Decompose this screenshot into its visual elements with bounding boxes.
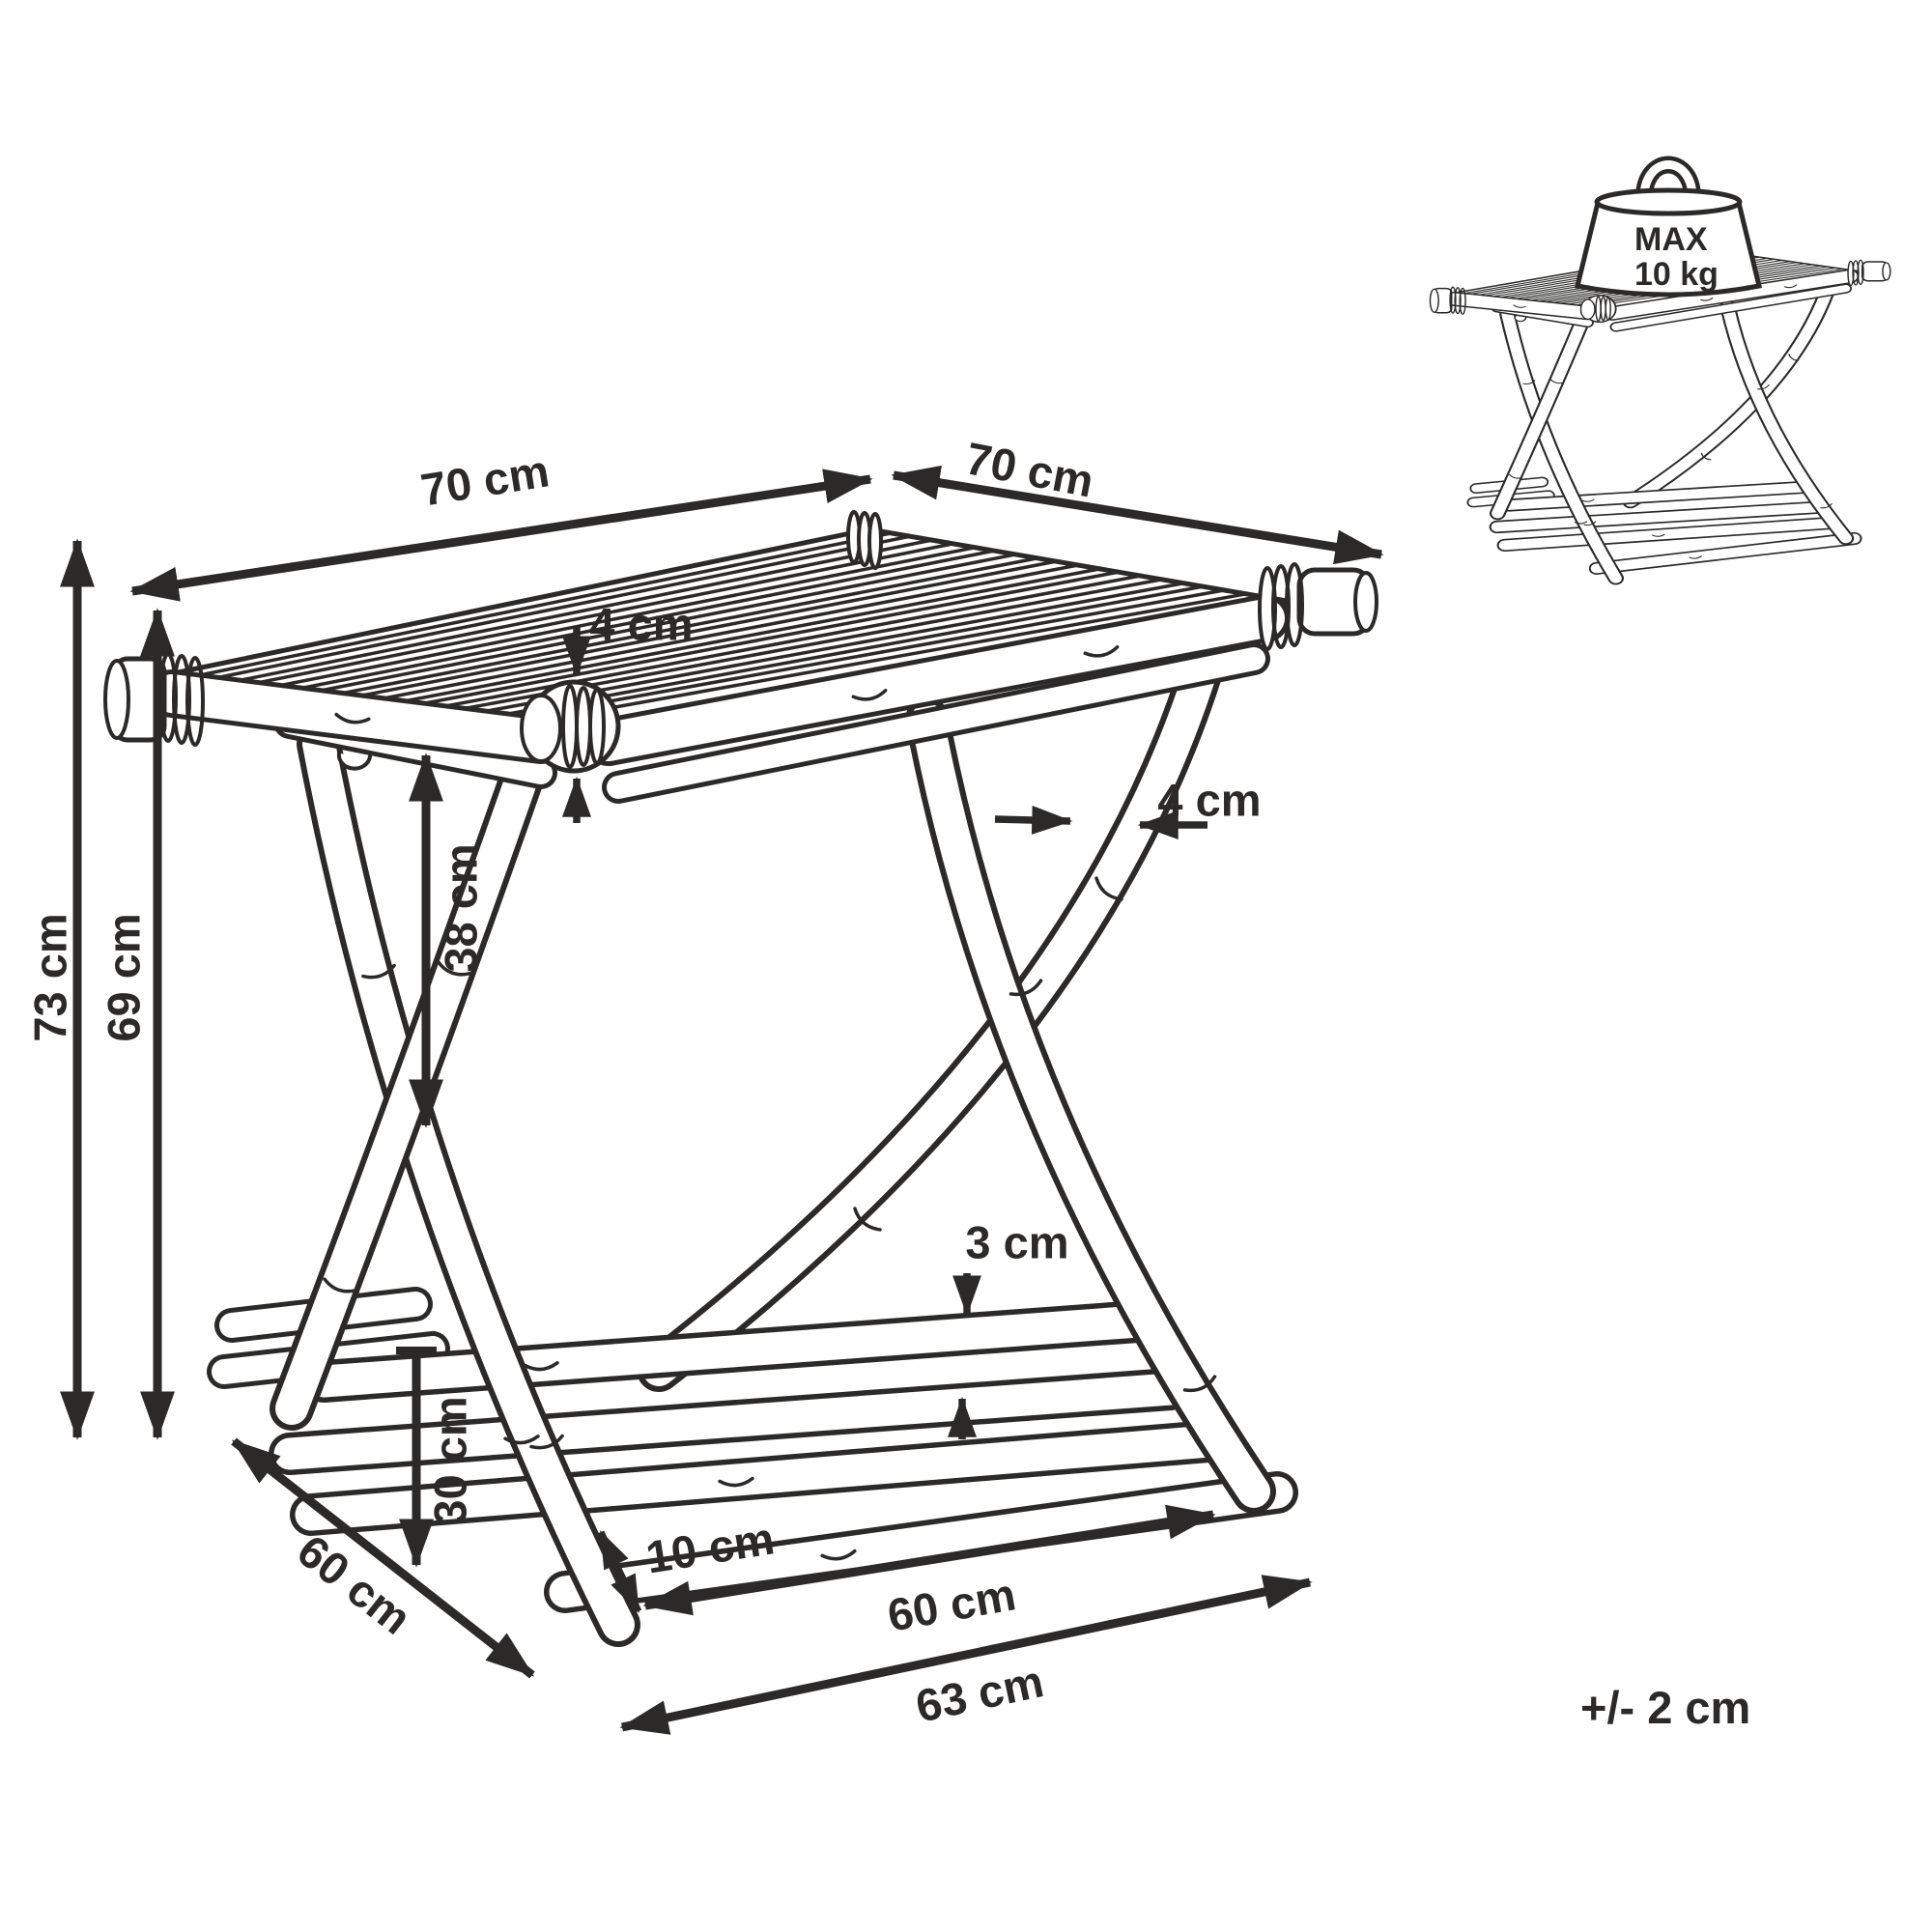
arrow-leg-right xyxy=(994,805,1073,835)
dim-under-top-height-label: 69 cm xyxy=(98,913,150,1042)
dim-total-height-label: 73 cm xyxy=(24,913,76,1042)
dimension-arrows xyxy=(60,465,1384,1735)
leg-front-right xyxy=(905,697,1276,1514)
right-corner-cap xyxy=(1258,562,1378,651)
max-load-inset xyxy=(1430,156,1889,579)
dim-leg-diameter-label: 4 cm xyxy=(1157,774,1262,826)
dim-shelf-tube-label: 3 cm xyxy=(965,1216,1069,1268)
rear-corner-cap xyxy=(846,510,883,570)
dim-top-thickness-label: 4 cm xyxy=(589,598,694,650)
tolerance-note: +/- 2 cm xyxy=(1580,1682,1751,1733)
arrow-top-width xyxy=(129,469,873,602)
arrow-base-63 xyxy=(619,1575,1313,1735)
front-corner-cap xyxy=(520,679,621,774)
edge-rails xyxy=(148,594,1290,771)
weight-icon xyxy=(1574,156,1763,298)
arrow-top-depth xyxy=(891,465,1384,565)
folding-table-line-art xyxy=(103,510,1378,1647)
hinge-hook xyxy=(336,752,372,771)
leg-front-left xyxy=(297,722,640,1647)
max-load-line1: MAX xyxy=(1634,221,1708,258)
max-load-label: MAX 10 kg xyxy=(1634,222,1719,292)
dim-top-to-shelf-label: 38 cm xyxy=(435,843,487,973)
dim-shelf-height-label: 30 cm xyxy=(424,1396,476,1525)
max-load-line2: 10 kg xyxy=(1634,256,1719,294)
arrow-depth-60 xyxy=(231,1437,535,1679)
